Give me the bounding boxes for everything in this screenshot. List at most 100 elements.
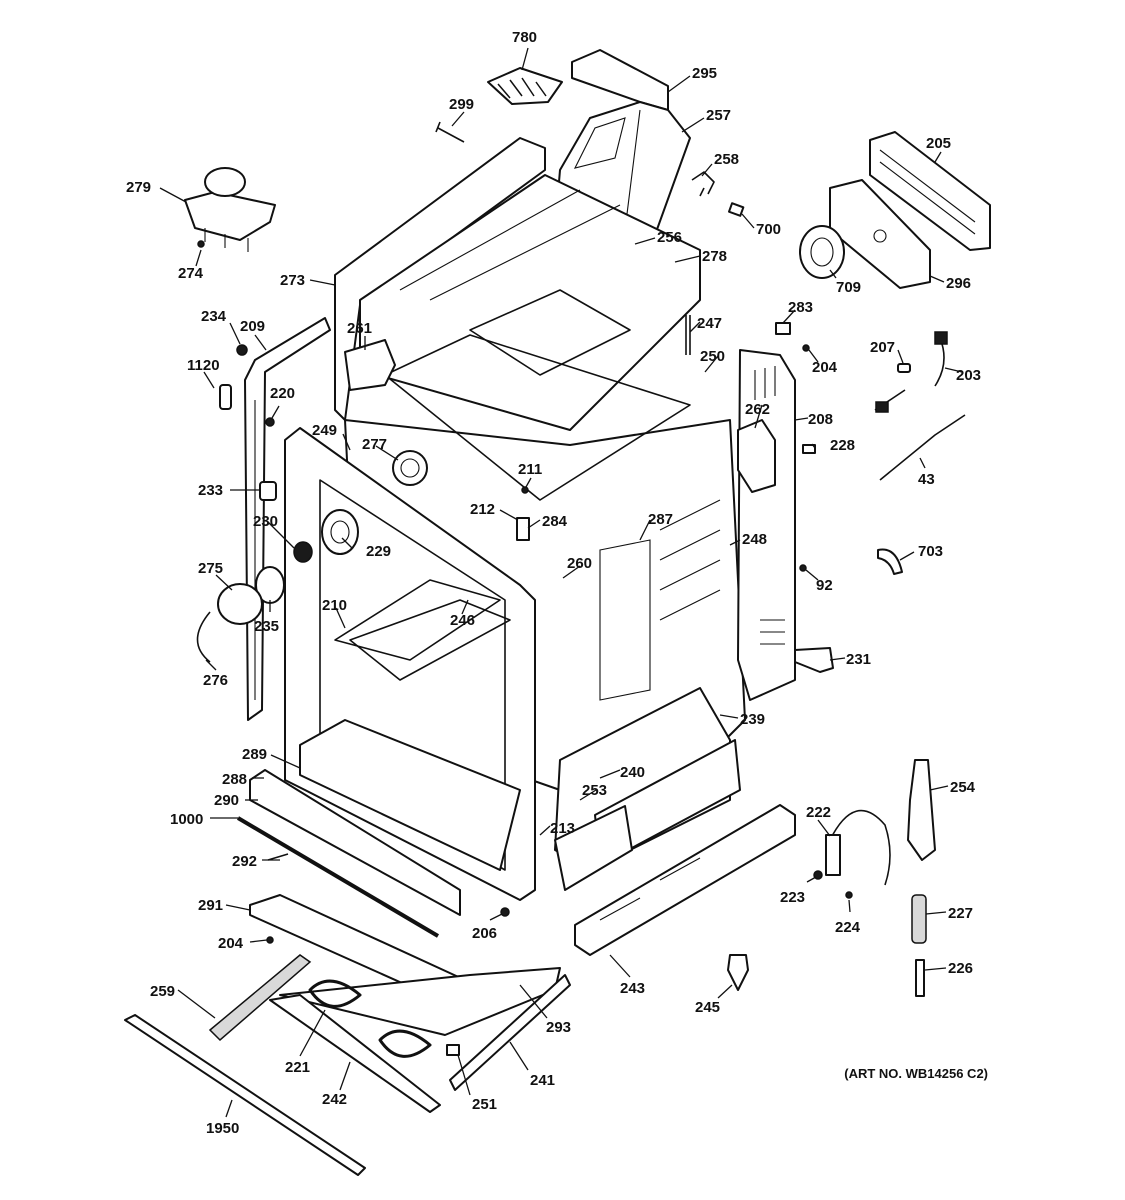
callout-260: 260 xyxy=(567,555,592,572)
callout-228: 228 xyxy=(830,437,855,454)
callout-231: 231 xyxy=(846,651,871,668)
callout-243: 243 xyxy=(620,980,645,997)
callout-211: 211 xyxy=(518,461,542,478)
part-288-lower-front xyxy=(249,769,461,916)
callout-261: 261 xyxy=(347,320,372,337)
part-1950-bottom-trim xyxy=(124,1014,366,1176)
part-283-clip xyxy=(775,322,791,335)
callout-296: 296 xyxy=(946,275,971,292)
part-205-rear-cover xyxy=(869,131,991,251)
callout-labels: 780 295 299 257 258 205 279 700 256 278 … xyxy=(126,29,981,1137)
callout-234: 234 xyxy=(201,308,227,325)
callout-253: 253 xyxy=(582,782,607,799)
callout-287: 287 xyxy=(648,511,673,528)
part-241-rail xyxy=(449,974,571,1091)
part-293-broiler-drawer xyxy=(279,967,561,1036)
callout-256: 256 xyxy=(657,229,682,246)
part-274-screw xyxy=(197,240,205,248)
part-1000-gasket xyxy=(236,816,440,938)
part-242-rail xyxy=(269,994,441,1113)
part-299-pin xyxy=(435,121,465,143)
part-261-insulation xyxy=(344,339,396,391)
callout-703: 703 xyxy=(918,543,943,560)
leader-lines xyxy=(159,47,963,1118)
part-227-spring xyxy=(911,894,927,944)
callout-259: 259 xyxy=(150,983,175,1000)
callout-209: 209 xyxy=(240,318,265,335)
callout-204: 204 xyxy=(812,359,838,376)
part-258-clip xyxy=(691,171,715,197)
callout-220: 220 xyxy=(270,385,295,402)
part-226-spring-clip xyxy=(915,959,925,997)
part-204-screw xyxy=(802,344,810,352)
callout-249: 249 xyxy=(312,422,337,439)
callout-250: 250 xyxy=(700,348,725,365)
callout-293: 293 xyxy=(546,1019,571,1036)
part-1120-clip xyxy=(219,384,232,410)
callout-284: 284 xyxy=(542,513,568,530)
part-92-screw xyxy=(799,564,807,572)
part-709-grommet xyxy=(799,225,845,279)
callout-241: 241 xyxy=(530,1072,555,1089)
callout-222: 222 xyxy=(806,804,831,821)
part-279-pressure-regulator xyxy=(184,167,276,252)
callout-257: 257 xyxy=(706,107,731,124)
callout-208: 208 xyxy=(808,411,833,428)
callout-213: 213 xyxy=(550,820,575,837)
callout-254: 254 xyxy=(950,779,976,796)
part-207-plug xyxy=(897,363,911,373)
part-210-shield xyxy=(334,579,501,661)
callout-289: 289 xyxy=(242,746,267,763)
callout-291: 291 xyxy=(198,897,223,914)
callout-292: 292 xyxy=(232,853,257,870)
callout-248: 248 xyxy=(742,531,767,548)
part-224-screw xyxy=(845,891,853,899)
callout-224: 224 xyxy=(835,919,861,936)
part-245-orifice xyxy=(727,954,749,991)
part-275-lamp-cover xyxy=(217,583,263,625)
callout-235: 235 xyxy=(254,618,279,635)
part-780-burner-spreader xyxy=(487,67,563,105)
callout-205: 205 xyxy=(926,135,951,152)
callout-226: 226 xyxy=(948,960,973,977)
part-204b-screw xyxy=(266,936,274,944)
part-259-slide-rail xyxy=(208,954,312,1042)
part-43-sensor xyxy=(879,414,966,481)
callout-221: 221 xyxy=(285,1059,310,1076)
callout-43: 43 xyxy=(918,471,935,488)
callout-1950: 1950 xyxy=(206,1120,239,1137)
callout-1120: 1120 xyxy=(187,357,220,374)
callout-239: 239 xyxy=(740,711,765,728)
part-209-side-trim xyxy=(244,317,331,721)
callout-251: 251 xyxy=(472,1096,497,1113)
callout-262: 262 xyxy=(745,401,770,418)
callout-207: 207 xyxy=(870,339,895,356)
part-278-oven-top xyxy=(359,174,701,431)
callout-247: 247 xyxy=(697,315,722,332)
callout-290: 290 xyxy=(214,792,239,809)
callout-295: 295 xyxy=(692,65,717,82)
callout-1000: 1000 xyxy=(170,811,203,828)
part-222-igniter-bracket xyxy=(825,809,891,886)
part-243-manifold xyxy=(574,804,796,956)
callout-210: 210 xyxy=(322,597,347,614)
part-229-lamp-housing xyxy=(321,509,359,555)
callout-229: 229 xyxy=(366,543,391,560)
callout-276: 276 xyxy=(203,672,228,689)
part-220-screw xyxy=(265,417,275,427)
part-292-clip xyxy=(267,853,289,861)
callout-204b: 204 xyxy=(218,935,244,952)
part-231-bracket xyxy=(794,647,834,673)
part-247-bracket xyxy=(685,315,691,355)
callout-240: 240 xyxy=(620,764,645,781)
callout-700: 700 xyxy=(756,221,781,238)
callout-245: 245 xyxy=(695,999,720,1016)
callout-288: 288 xyxy=(222,771,247,788)
part-254-valve xyxy=(907,759,936,861)
part-221-broil-burner xyxy=(308,979,432,1058)
part-233-receptacle xyxy=(259,481,277,501)
part-203-harness xyxy=(874,331,948,413)
part-234-nut xyxy=(236,344,248,356)
callout-223: 223 xyxy=(780,889,805,906)
part-700-clip xyxy=(727,202,745,217)
